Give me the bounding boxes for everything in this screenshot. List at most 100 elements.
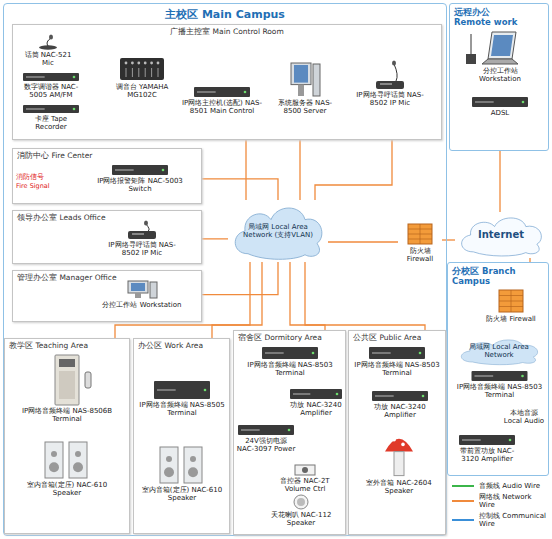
device-icon <box>138 380 226 400</box>
legend-label: 网络线 Network Wire <box>479 493 548 509</box>
device-node: 数字调谐器 NAC-5005 AM/FM <box>20 72 82 100</box>
device-label: 功放 NAC-3240 Amplifier <box>360 403 440 420</box>
device-icon <box>236 424 296 436</box>
device-node: 防火墙 Firewall <box>398 222 442 264</box>
device-node: 卡座 Tape Recorder <box>20 104 82 132</box>
device-icon <box>462 30 538 66</box>
region-box: 宿舍区 Dormitory AreaIP网络音频终端 NAS-8503 Term… <box>233 330 346 535</box>
region-heading: 办公区 Work Area <box>138 341 203 351</box>
device-icon <box>360 390 440 402</box>
device-label: 话筒 NAC-521 Mic <box>20 51 76 68</box>
device-label: IP网络音频终端 NAS-8506B Terminal <box>12 407 122 424</box>
device-label: 功放 NAC-3240 Amplifier <box>288 401 344 418</box>
device-node: IP网络音频终端 NAS-8503 Terminal <box>352 346 442 378</box>
device-icon <box>352 346 442 360</box>
device-label: 分控工作站 Workstation <box>100 301 184 309</box>
device-label: 24V强切电源 NAC-3097 Power <box>236 437 296 454</box>
cloud-label: Internet <box>478 229 524 241</box>
device-label: IP网络主控机(选配) NAS-8501 Main Control <box>180 99 264 116</box>
wire-connector <box>328 241 398 242</box>
network-cloud: 局域网 Local Area Network (支持VLAN) <box>228 200 328 262</box>
signal-label: Fire Signal <box>16 183 50 190</box>
region-heading: 公共区 Public Area <box>353 333 421 343</box>
device-node: 系统服务器 NAS-8500 Server <box>272 62 338 116</box>
device-icon <box>20 72 82 82</box>
device-node: IP网络报警矩阵 NAC-5003 Switch <box>95 164 185 194</box>
region-box: 领导办公室 Leads OfficeIP网络寻呼话筒 NAS-8502 IP M… <box>12 210 202 264</box>
device-icon <box>20 34 76 50</box>
device-label: IP网络报警矩阵 NAC-5003 Switch <box>95 177 185 194</box>
device-label: 调音台 YAMAHA MG102C <box>110 83 174 100</box>
device-node: 分控工作站 Workstation <box>462 30 538 84</box>
device-icon <box>95 164 185 176</box>
region-heading: 教学区 Teaching Area <box>9 341 88 351</box>
device-node: 本地音源 Local Audio <box>500 408 548 426</box>
region-heading: 领导办公室 Leads Office <box>17 213 106 223</box>
region-heading: 远程办公 Remote work <box>454 7 518 27</box>
device-icon <box>398 222 442 246</box>
region-box: 办公区 Work AreaIP网络音频终端 NAS-8505 Terminal室… <box>133 338 230 534</box>
device-icon <box>484 288 538 314</box>
device-icon <box>12 354 122 406</box>
device-icon <box>288 388 344 400</box>
device-node: 功放 NAC-3240 Amplifier <box>360 390 440 420</box>
device-icon <box>20 104 82 114</box>
device-node: IP网络寻呼话筒 NAS-8502 IP Mic <box>100 220 184 258</box>
device-node: 调音台 YAMAHA MG102C <box>110 56 174 100</box>
network-cloud: Internet <box>455 212 547 258</box>
device-label: 数字调谐器 NAC-5005 AM/FM <box>20 83 82 100</box>
device-node: 室内音箱(定压) NAC-610 Speaker <box>12 440 122 498</box>
device-label: 室外音箱 NAC-2604 Speaker <box>356 479 442 496</box>
device-node: IP网络音频终端 NAS-8503 Terminal <box>452 370 547 400</box>
region-box: 教学区 Teaching AreaIP网络音频终端 NAS-8506B Term… <box>4 338 130 534</box>
device-node: 功放 NAC-3240 Amplifier <box>288 388 344 418</box>
region-heading: 宿舍区 Dormitory Area <box>238 333 322 343</box>
device-node: 分控工作站 Workstation <box>100 280 184 309</box>
device-label: 音控器 NAC-2T Volume Ctrl <box>272 477 338 494</box>
device-label: 卡座 Tape Recorder <box>20 115 82 132</box>
wire-connector <box>442 239 455 240</box>
device-label: 带前置功放 NAC-3120 Amplifier <box>452 447 522 464</box>
region-heading: 主校区 Main Campus <box>4 7 446 22</box>
region-box: 分校区 Branch Campus 防火墙 Firewall 局域网 Local A… <box>447 262 549 476</box>
region-box: 管理办公室 Manager Office分控工作站 Workstation <box>12 270 202 322</box>
device-label: IP网络寻呼话筒 NAS-8502 IP Mic <box>350 91 430 108</box>
device-node: IP网络主控机(选配) NAS-8501 Main Control <box>180 86 264 116</box>
legend-swatch <box>452 519 474 521</box>
device-icon <box>260 494 342 510</box>
device-icon <box>12 440 122 480</box>
device-node: IP网络音频终端 NAS-8505 Terminal <box>138 380 226 418</box>
device-node: 室外音箱 NAC-2604 Speaker <box>356 430 442 496</box>
region-heading: 广播主控室 Main Control Room <box>13 27 441 37</box>
device-node: IP网络音频终端 NAS-8506B Terminal <box>12 354 122 424</box>
device-icon <box>272 464 338 476</box>
device-node: ADSL <box>470 96 530 117</box>
device-node: 天花喇叭 NAC-112 Speaker <box>260 494 342 528</box>
device-icon <box>350 60 430 90</box>
device-label: IP网络音频终端 NAS-8503 Terminal <box>452 383 547 400</box>
legend-row: 控制线 Communical Wire <box>452 512 548 528</box>
device-node: 带前置功放 NAC-3120 Amplifier <box>452 434 522 464</box>
cloud-label: 局域网 Local Area Network (支持VLAN) <box>240 223 316 240</box>
device-label: 防火墙 Firewall <box>398 247 442 264</box>
legend-row: 音频线 Audio Wire <box>452 482 548 490</box>
device-node: 话筒 NAC-521 Mic <box>20 34 76 68</box>
device-icon <box>110 56 174 82</box>
device-icon <box>138 445 226 485</box>
device-label: IP网络寻呼话筒 NAS-8502 IP Mic <box>100 241 184 258</box>
device-label: 防火墙 Firewall <box>484 315 538 323</box>
legend: 音频线 Audio Wire 网络线 Network Wire 控制线 Commun… <box>452 482 548 531</box>
legend-label: 控制线 Communical Wire <box>479 512 548 528</box>
device-icon <box>100 280 184 300</box>
network-cloud: 局域网 Local Area Network <box>455 336 543 366</box>
device-node: 24V强切电源 NAC-3097 Power <box>236 424 296 454</box>
device-node: 防火墙 Firewall <box>484 288 538 323</box>
device-icon <box>180 86 264 98</box>
device-label: 系统服务器 NAS-8500 Server <box>272 99 338 116</box>
device-icon <box>272 62 338 98</box>
device-label: 分控工作站 Workstation <box>462 67 538 84</box>
device-label: 本地音源 Local Audio <box>500 409 548 426</box>
region-heading: 分校区 Branch Campus <box>452 266 516 286</box>
device-label: IP网络音频终端 NAS-8503 Terminal <box>238 361 342 378</box>
region-box: 主校区 Main Campus 广播主控室 Main Control Room 话筒… <box>3 3 447 536</box>
